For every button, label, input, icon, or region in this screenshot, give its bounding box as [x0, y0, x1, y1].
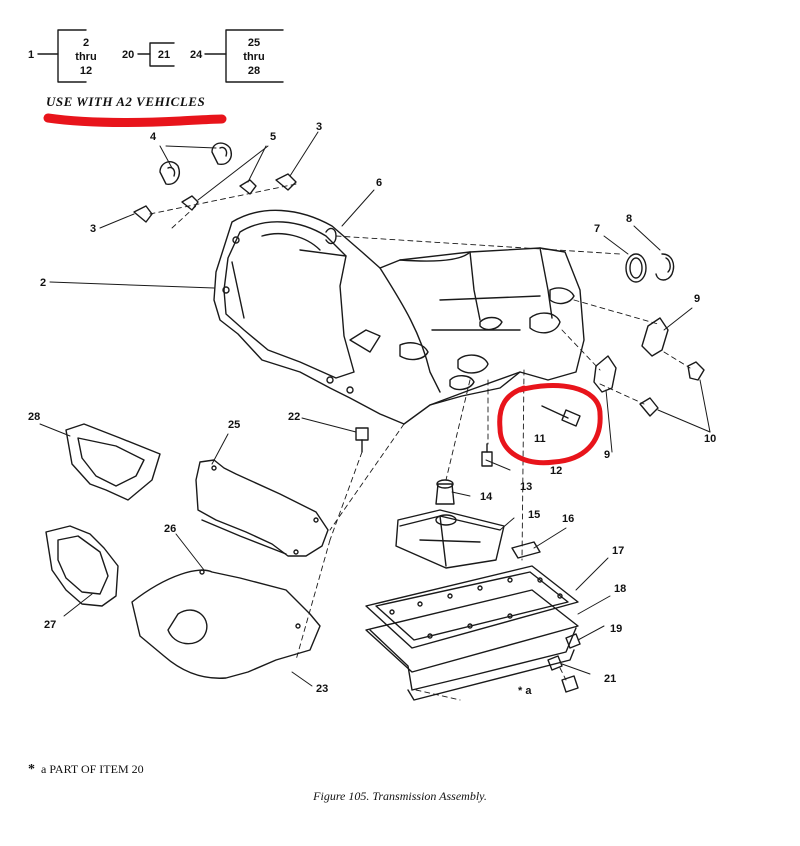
- box3-lead: 24: [190, 49, 203, 61]
- box1-item: 12: [80, 65, 92, 77]
- bolts-19-21: [547, 633, 581, 693]
- part-11-circle: [497, 383, 603, 466]
- dashed-guides: [149, 183, 691, 701]
- box3-item: thru: [243, 51, 264, 63]
- callout-9: 9: [694, 293, 700, 305]
- callout-11: 11: [534, 433, 546, 445]
- footnote-symbol: *: [28, 762, 35, 777]
- a2-vehicles-note: USE WITH A2 VEHICLES: [46, 94, 206, 109]
- footnote: * a PART OF ITEM 20: [28, 762, 144, 778]
- transmission-housing: [213, 209, 585, 425]
- callout-16: 16: [562, 513, 574, 525]
- cover-26: [131, 569, 321, 679]
- callout-12: 12: [550, 465, 562, 477]
- pan-17-18: [365, 565, 579, 701]
- part-16: [511, 541, 541, 559]
- box1-lead: 1: [28, 49, 34, 61]
- header-text: 1 2 thru 12 20 21 24 25 thru 28: [28, 37, 265, 77]
- filter-15: [395, 509, 505, 569]
- callout-10: 10: [704, 433, 716, 445]
- callout-9: 9: [604, 449, 610, 461]
- callout-13: 13: [520, 481, 532, 493]
- callout-6: 6: [376, 177, 382, 189]
- top-hardware: [133, 142, 297, 223]
- box3-item: 28: [248, 65, 260, 77]
- callout-27: 27: [44, 619, 56, 631]
- callout-18: 18: [614, 583, 626, 595]
- callout-15: 15: [528, 509, 540, 521]
- callout-2: 2: [40, 277, 46, 289]
- callout-3: 3: [90, 223, 96, 235]
- bolt-13: [481, 443, 493, 467]
- callout-4: 4: [150, 131, 157, 143]
- callout-25: 25: [228, 419, 240, 431]
- cover-25: [195, 459, 329, 557]
- footnote-text: a PART OF ITEM 20: [41, 762, 144, 776]
- a2-underline: [43, 113, 227, 128]
- gasket-27: [45, 525, 119, 607]
- bolt-22: [355, 427, 369, 453]
- callout-22: 22: [288, 411, 300, 423]
- figure-caption: Figure 105. Transmission Assembly.: [313, 789, 487, 803]
- callout-17: 17: [612, 545, 624, 557]
- callout-8: 8: [626, 213, 632, 225]
- box1-item: 2: [83, 37, 89, 49]
- callout-14: 14: [480, 491, 493, 503]
- gasket-28: [65, 423, 161, 501]
- callout-21: 21: [604, 673, 616, 685]
- callout-28: 28: [28, 411, 40, 423]
- callout-26: 26: [164, 523, 176, 535]
- callout-23: 23: [316, 683, 328, 695]
- bolt-11: [541, 405, 581, 427]
- brackets-9-10: [593, 317, 705, 417]
- callout-5: 5: [270, 131, 276, 143]
- box1-item: thru: [75, 51, 96, 63]
- header-index: [37, 29, 284, 83]
- red-highlights: [43, 113, 603, 466]
- star-a-marker: * a: [518, 685, 532, 697]
- leader-lines: [39, 131, 711, 687]
- filter-neck-14: [435, 479, 455, 505]
- callout-19: 19: [610, 623, 622, 635]
- box3-item: 25: [248, 37, 260, 49]
- callout-3: 3: [316, 121, 322, 133]
- box2-lead: 20: [122, 49, 134, 61]
- rings-7-8: [625, 253, 675, 283]
- box2-item: 21: [158, 49, 170, 61]
- callout-7: 7: [594, 223, 600, 235]
- callouts: 2 3 3 4 5 6 7 8 9 9 10 11 12 13 14 15 16…: [28, 121, 716, 697]
